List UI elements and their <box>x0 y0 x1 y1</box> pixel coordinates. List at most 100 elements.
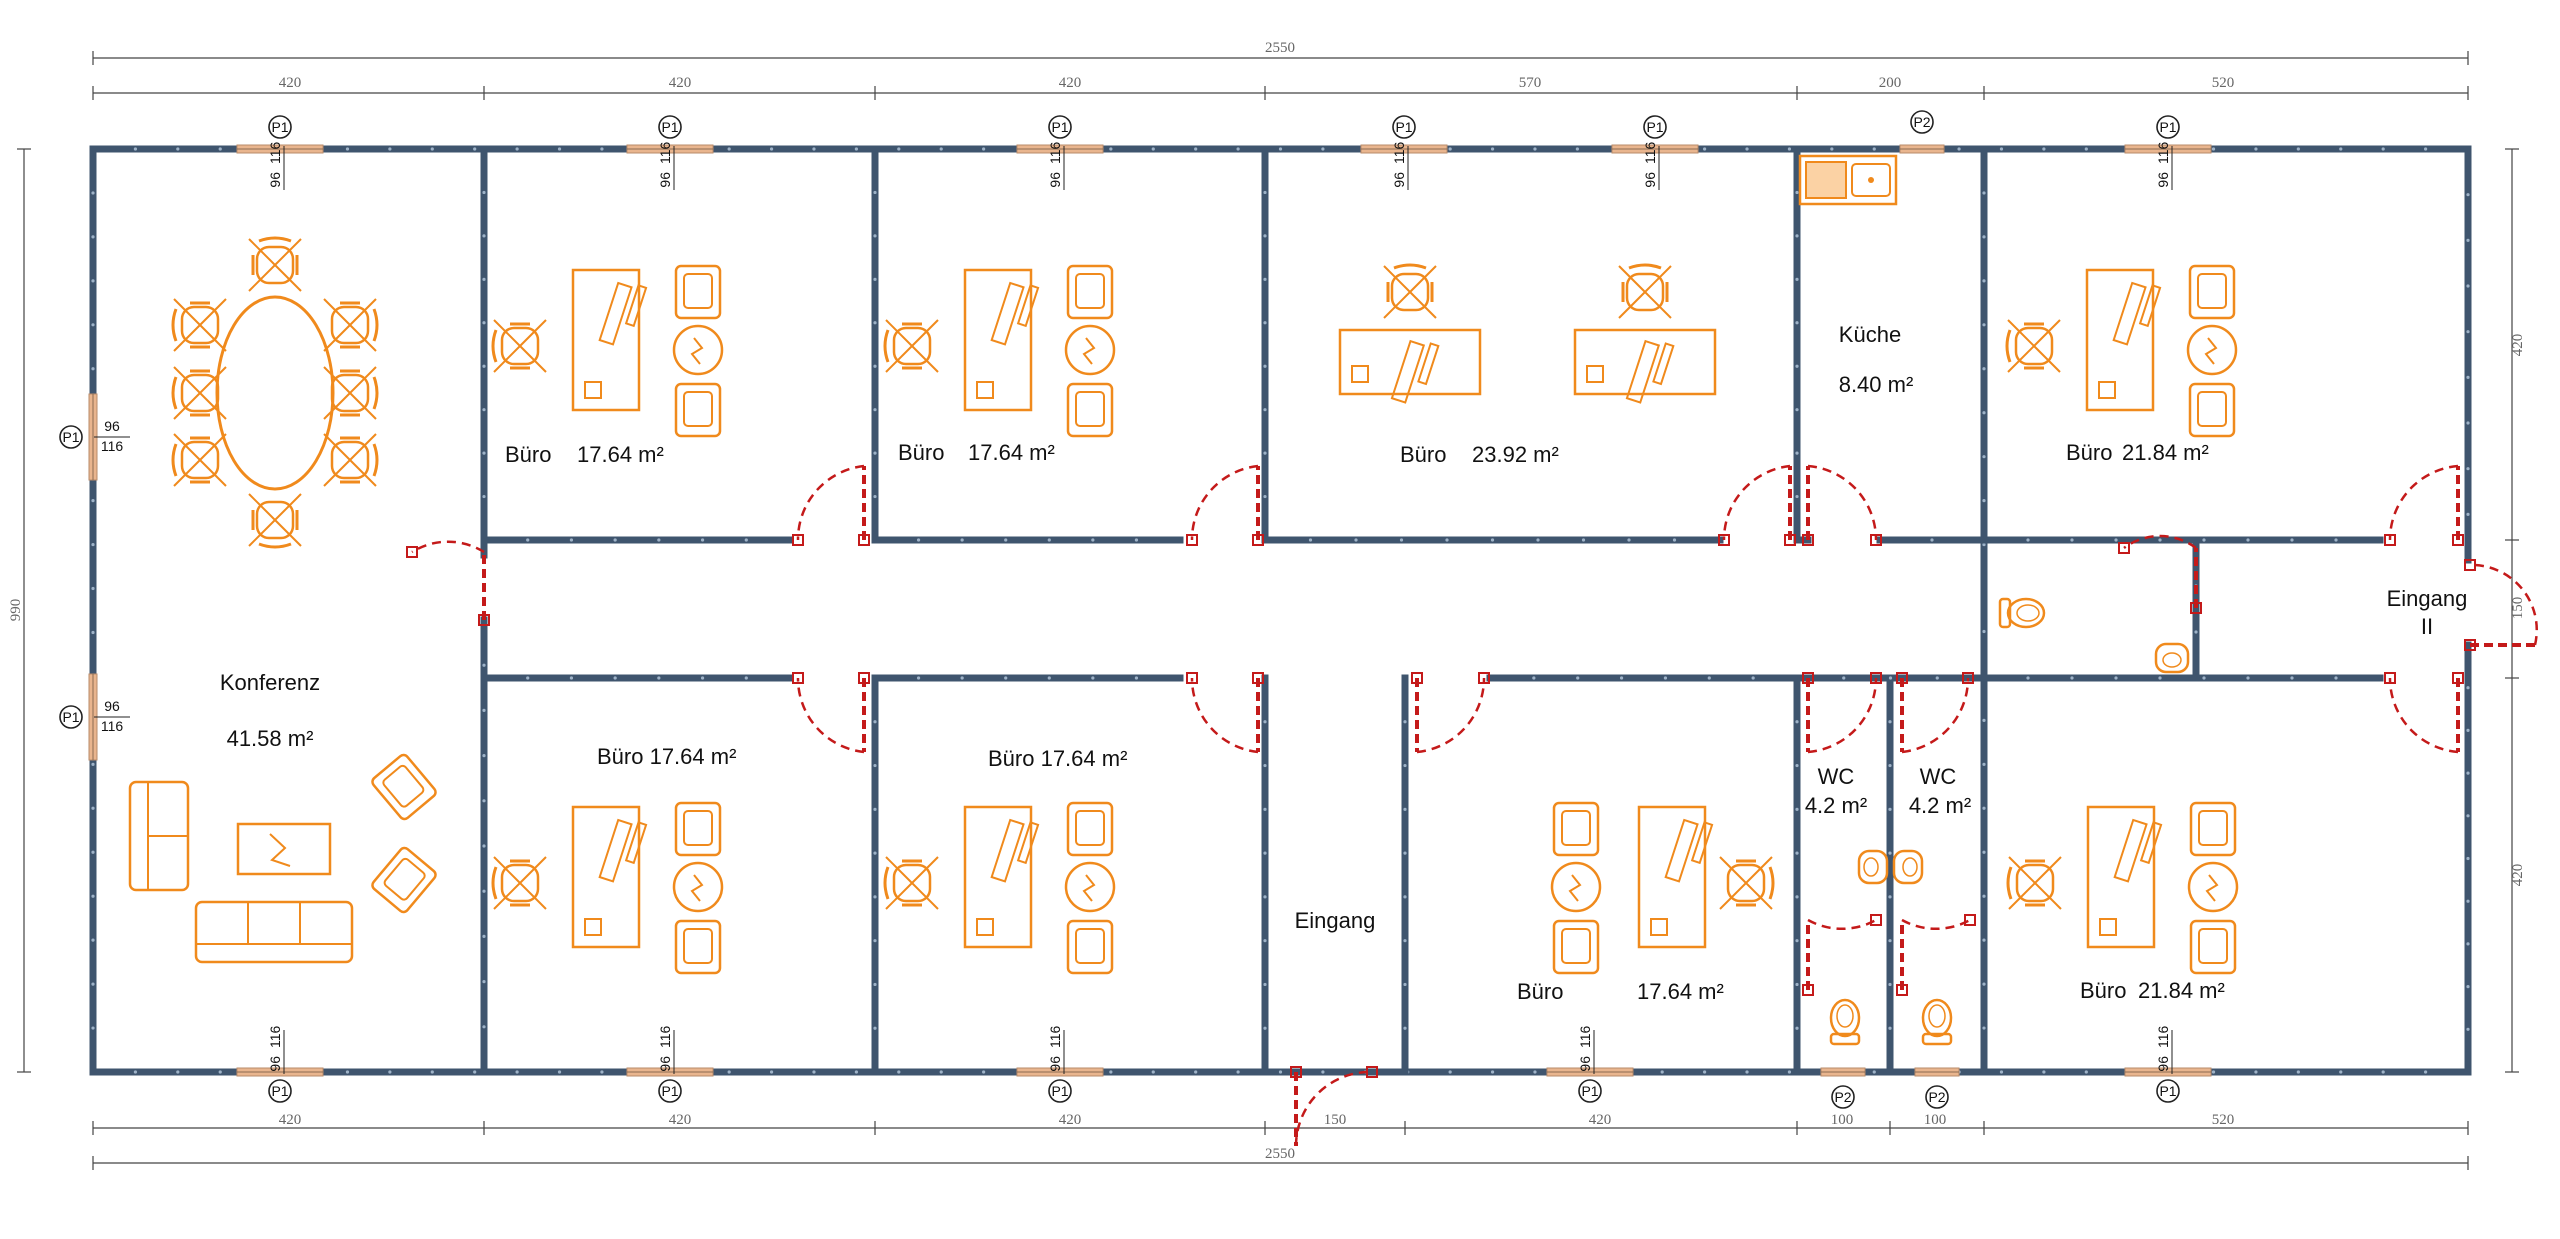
wall-joint <box>1842 676 1846 680</box>
office-bottom-2-armchair-a-cushion <box>1075 810 1105 846</box>
sofa-large <box>194 900 354 964</box>
wall-joint <box>1263 408 1267 412</box>
wall-joint <box>2466 814 2470 818</box>
conference-chair-5-leg <box>323 298 351 326</box>
wall-joint <box>2466 375 2470 379</box>
door-buero-bottom-3-swing <box>1416 677 1486 754</box>
office-top-2-chair-leg <box>885 345 913 373</box>
office-bottom-1-desk <box>571 805 648 949</box>
office-top-2-desk <box>963 268 1040 412</box>
toilet-small-wc-bowl <box>2006 597 2046 629</box>
toilet-small-wc-seat <box>2016 604 2040 622</box>
office-top-3-desk-1-top <box>1573 328 1717 396</box>
office-top-1-armchair-a-cushion <box>683 273 713 309</box>
dim-bottom-7: 100 <box>1924 1112 1947 1128</box>
wall-joint <box>91 894 95 898</box>
wall-joint <box>91 191 95 195</box>
door-konferenz-swing <box>411 540 485 554</box>
office-bottom-4-chair-leg <box>2034 856 2062 884</box>
door-buero-top-2-hinge <box>1252 534 1264 546</box>
office-top-3-desk-1-monitor <box>1625 339 1661 404</box>
wall-joint <box>873 494 877 499</box>
wall-joint <box>769 147 774 151</box>
office-bottom-3-chair-leg <box>1745 882 1773 910</box>
wall-joint <box>1263 720 1267 724</box>
wall-joint <box>1263 364 1267 368</box>
wall-joint <box>482 708 486 713</box>
conference-chair-1-leg <box>248 519 276 547</box>
office-bottom-2-desk-keyboard <box>1016 821 1040 865</box>
wall-joint <box>1745 147 1749 151</box>
wall-joint <box>388 147 392 151</box>
office-top-2-armchair-b-frame <box>1066 382 1114 438</box>
office-top-4-armchair-b-cushion <box>2197 391 2227 427</box>
wall-joint <box>1703 147 1707 151</box>
wall-joint <box>2070 538 2074 542</box>
dim-bottom-8: 520 <box>2212 1112 2235 1128</box>
office-top-1-chair-leg <box>519 345 547 373</box>
wall-joint <box>482 799 486 803</box>
window-sill-top-1-height: 116 <box>657 141 673 164</box>
conference-chair-5-leg <box>349 324 377 352</box>
wall-joint <box>1263 1026 1267 1030</box>
wall-joint <box>1321 1070 1325 1074</box>
conference-chair-1-leg <box>248 493 276 521</box>
window-tag-left-0-circle <box>59 425 83 449</box>
office-bottom-1-chair-back <box>491 866 498 900</box>
door-eingang-2-hinge <box>2464 639 2476 651</box>
wall-joint <box>1004 676 1008 680</box>
wall-joint <box>2026 538 2030 542</box>
wall-joint <box>2290 676 2294 680</box>
office-bottom-3-chair-back <box>1768 866 1775 900</box>
wall-joint <box>557 1070 562 1074</box>
conference-chair-2 <box>171 298 227 352</box>
conference-chair-4-leg <box>173 459 201 487</box>
wall-joint <box>1888 851 1892 855</box>
toilet-wc-1-bowl <box>1829 998 1861 1038</box>
wall-joint <box>1263 851 1267 855</box>
room-eingang-name: Eingang <box>1295 908 1376 933</box>
office-bottom-2-round-table <box>1064 861 1116 913</box>
lounge-armchair-a-cushion <box>382 764 425 808</box>
wall-joint <box>1795 451 1799 455</box>
conference-chair-1-leg <box>274 493 302 521</box>
conference-chair-5-leg <box>323 324 351 352</box>
office-bottom-2-round-table-top <box>1064 861 1116 913</box>
conference-chair-1-leg <box>274 519 302 547</box>
wall-joint <box>2254 147 2258 151</box>
conference-chair-6-seat <box>330 373 370 413</box>
lounge-set <box>128 780 354 964</box>
office-top-3-chair-0-seat <box>1390 272 1430 312</box>
wall-joint <box>133 1070 138 1074</box>
office-top-1-chair-back <box>491 329 498 363</box>
wall-joint <box>1982 235 1986 239</box>
basin-wc-2 <box>1892 849 1924 885</box>
conference-chair-3-leg <box>173 366 201 394</box>
door-wc-2-swing <box>1901 677 1970 754</box>
wall-joint <box>2466 421 2470 425</box>
wall-joint <box>2466 284 2470 288</box>
wall-joint <box>1982 1026 1986 1030</box>
office-bottom-2-round-table-plant <box>1082 874 1096 902</box>
basin-wc-2-bowl <box>1902 857 1918 877</box>
wall-joint <box>1576 676 1580 680</box>
windows: P196116P196116P196116P196116P196116P1961… <box>59 110 2212 1109</box>
conference-chair-7-back <box>372 443 379 477</box>
wall-joint <box>1982 279 1986 283</box>
window-tag-top-0-circle <box>268 115 292 139</box>
office-top-4-chair-leg <box>2033 345 2061 373</box>
conference-chair-2-back <box>171 308 178 342</box>
wall-joint <box>1795 321 1799 325</box>
office-top-3-chair-0-leg <box>1409 291 1437 319</box>
window-tag-top-1-text: P1 <box>661 119 678 135</box>
door-buero-bottom-1-swing <box>796 677 865 754</box>
wall-joint <box>1403 851 1407 855</box>
window-tag-left-0-text: P1 <box>62 429 79 445</box>
door-eingang-jamb <box>1366 1066 1378 1078</box>
wall-joint <box>515 1070 519 1074</box>
wall-joint <box>557 147 562 151</box>
wall-joint <box>345 1070 350 1074</box>
wall-joint <box>482 321 486 325</box>
wall-joint <box>873 982 877 987</box>
dim-bottom-6: 100 <box>1831 1112 1854 1128</box>
